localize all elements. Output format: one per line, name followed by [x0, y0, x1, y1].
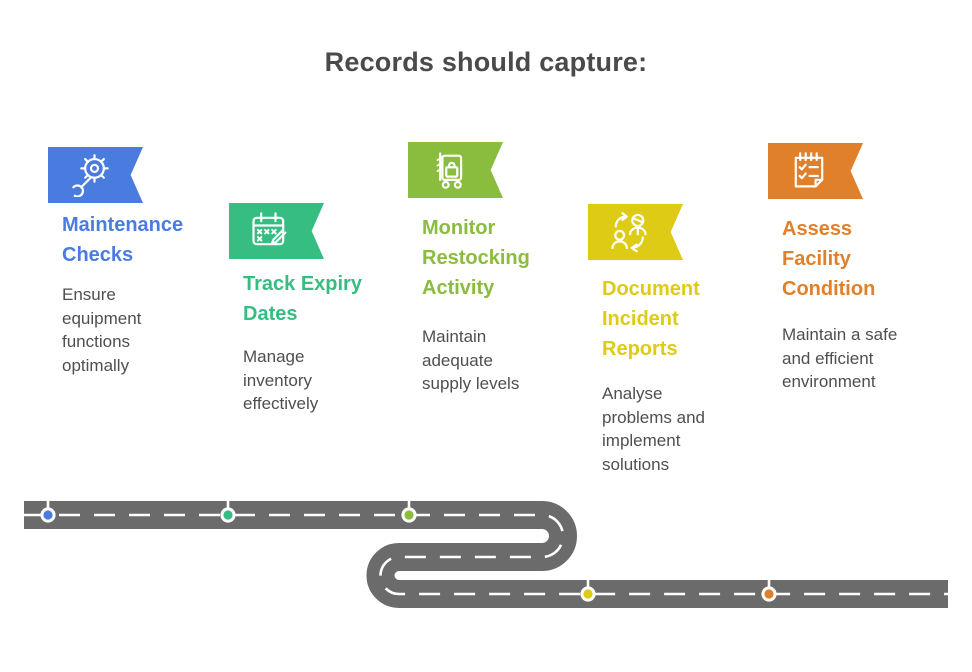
milestone-marker — [761, 572, 777, 602]
page-title: Records should capture: — [324, 47, 648, 77]
milestone-marker — [220, 493, 236, 523]
milestone-marker — [401, 493, 417, 523]
calendar-pencil-icon — [252, 212, 287, 246]
road — [24, 501, 948, 608]
flag-banner — [588, 204, 683, 260]
flag-banner — [768, 143, 863, 199]
column-title: Track Expiry Dates — [243, 273, 362, 325]
column-title: Monitor Restocking Activity — [422, 217, 530, 299]
notepad-checklist-icon — [794, 152, 824, 188]
column-title: Assess Facility Condition — [782, 218, 876, 300]
flag-banner — [229, 203, 324, 259]
column-title: Document Incident Reports — [602, 278, 700, 360]
column-description: Manage inventory effectively — [243, 347, 319, 413]
road-lane-markings — [24, 513, 948, 596]
column-description: Maintain a safe and efficient environmen… — [782, 325, 898, 391]
flag-banner — [408, 142, 503, 198]
column-description: Analyse problems and implement solutions — [602, 384, 706, 474]
flag-banner — [48, 147, 143, 203]
people-exchange-icon — [611, 212, 647, 253]
column-description: Maintain adequate supply levels — [422, 327, 520, 393]
stock-trolley-icon — [436, 152, 463, 189]
column-title: Maintenance Checks — [62, 214, 184, 266]
road-markers — [40, 493, 777, 602]
wrench-gear-icon — [70, 154, 109, 197]
milestone-marker — [580, 572, 596, 602]
column-description: Ensure equipment functions optimally — [62, 285, 142, 375]
milestone-marker — [40, 493, 56, 523]
